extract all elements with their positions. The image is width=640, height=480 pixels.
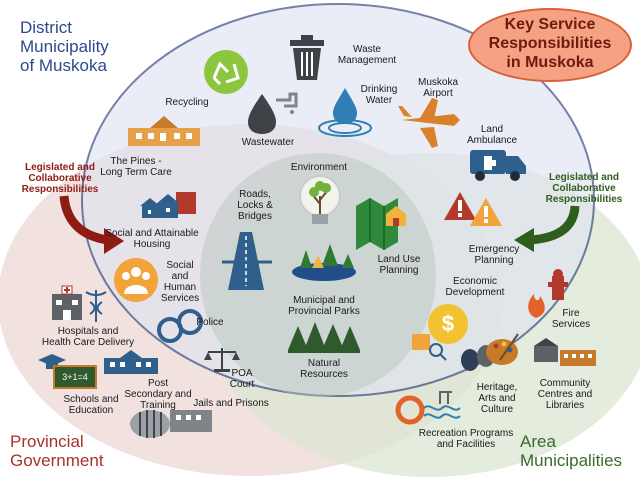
community-centres-label: Community Centres and Libraries xyxy=(537,378,593,411)
airplane-icon xyxy=(398,98,460,148)
land-ambulance-label: Land Ambulance xyxy=(466,124,518,146)
forest-icon xyxy=(288,322,360,353)
flame-icon xyxy=(528,294,545,318)
title-badge-text: Key Service Responsibilities in Muskoka xyxy=(488,16,612,71)
chalkboard-icon xyxy=(53,365,97,389)
svg-text:$: $ xyxy=(442,311,454,336)
swimming-pool-icon xyxy=(395,391,461,425)
warning-icon xyxy=(444,192,502,226)
jails-label: Jails and Prisons xyxy=(193,398,269,409)
ambulance-icon xyxy=(470,150,526,181)
dollar-coin-icon: $ xyxy=(428,304,468,344)
area-title: Area Municipalities xyxy=(520,432,623,470)
hospital-icon xyxy=(52,285,82,320)
right-arrow-head xyxy=(514,228,534,252)
heritage-label: Heritage, Arts and Culture xyxy=(476,382,518,415)
district-title: District Municipality of Muskoka xyxy=(20,18,109,75)
wastewater-icon xyxy=(248,92,298,134)
post-secondary-label: Post Secondary and Training xyxy=(124,378,192,411)
post-secondary-building-icon xyxy=(104,350,158,374)
police-label: Police xyxy=(196,317,224,328)
provincial-title: Provincial Government xyxy=(10,432,104,470)
community-centre-icon xyxy=(534,338,596,366)
long-term-care-building-icon xyxy=(128,116,200,146)
recycling-icon xyxy=(204,50,248,94)
magnifier-chart-icon xyxy=(412,334,447,361)
drinking-water-label: Drinking Water xyxy=(360,84,398,106)
natural-resources-label: Natural Resources xyxy=(300,358,348,380)
wastewater-label: Wastewater xyxy=(241,137,295,148)
the-pines-label: The Pines - Long Term Care xyxy=(100,156,172,178)
airport-label: Muskoka Airport xyxy=(417,77,458,99)
caduceus-icon xyxy=(85,290,107,322)
title-badge xyxy=(468,8,632,82)
hospitals-label: Hospitals and Health Care Delivery xyxy=(41,326,135,348)
jail-icon xyxy=(130,410,212,438)
housing-icon xyxy=(140,192,196,218)
trash-can-icon xyxy=(290,35,324,80)
environment-label: Environment xyxy=(290,162,348,173)
economic-development-label: Economic Development xyxy=(445,276,505,298)
people-group-icon xyxy=(114,258,158,302)
right-legislated-arrow xyxy=(529,205,580,245)
fire-services-label: Fire Services xyxy=(551,308,591,330)
land-use-label: Land Use Planning xyxy=(377,254,421,276)
park-lake-icon xyxy=(292,244,356,281)
chalkboard-text: 3+1=4 xyxy=(62,372,88,382)
poa-court-label: POA Court xyxy=(229,368,255,390)
lightbulb-tree-icon xyxy=(299,175,341,224)
left-legislated-arrow xyxy=(59,195,109,245)
paint-palette-icon xyxy=(486,333,519,365)
roads-label: Roads, Locks & Bridges xyxy=(237,189,273,222)
parks-label: Municipal and Provincial Parks xyxy=(288,295,360,317)
left-arrow-head xyxy=(104,228,124,254)
right-legislated-note: Legislated and Collaborative Responsibil… xyxy=(545,172,623,205)
water-drop-icon xyxy=(318,88,372,137)
scales-of-justice-icon xyxy=(204,348,240,372)
housing-label: Social and Attainable Housing xyxy=(105,228,199,250)
emergency-planning-label: Emergency Planning xyxy=(468,244,520,266)
recreation-label: Recreation Programs and Facilities xyxy=(418,428,514,450)
fire-hydrant-icon xyxy=(548,269,568,300)
waste-management-label: Waste Management xyxy=(337,44,397,66)
social-services-label: Social and Human Services xyxy=(160,260,200,304)
graduation-cap-icon xyxy=(38,354,66,369)
recycling-label: Recycling xyxy=(165,97,209,108)
left-legislated-note: Legislated and Collaborative Responsibil… xyxy=(21,162,99,195)
land-use-map-icon xyxy=(356,198,406,250)
schools-label: Schools and Education xyxy=(63,394,119,416)
handcuffs-icon xyxy=(157,309,203,343)
road-bridge-icon xyxy=(222,232,272,290)
